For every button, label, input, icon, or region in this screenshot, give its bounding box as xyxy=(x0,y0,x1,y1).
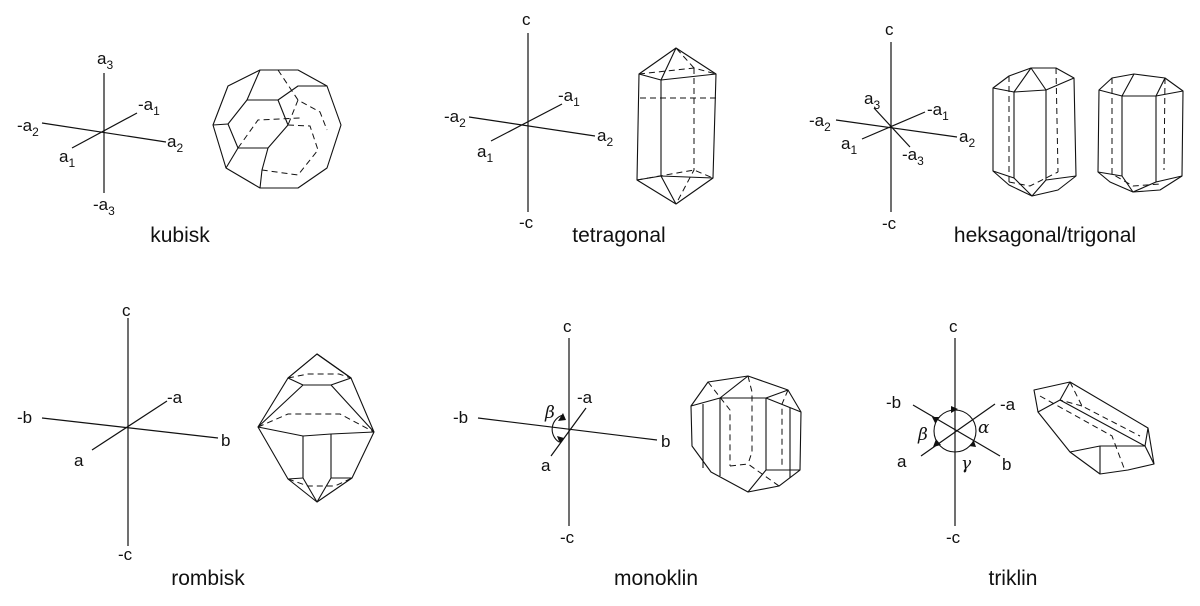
angle-label-beta: β xyxy=(917,425,928,445)
axis-label-neg-a1: -a1 xyxy=(138,95,160,118)
panel-title-hexagonal-trigonal: heksagonal/trigonal xyxy=(954,224,1136,247)
panel-title-orthorhombic: rombisk xyxy=(171,567,245,590)
axis-label-a1: a1 xyxy=(841,134,857,157)
axis-label-c: c xyxy=(563,317,572,336)
axis-label-a3: a3 xyxy=(864,89,880,112)
axis-label-neg-a3: -a3 xyxy=(902,145,924,168)
hexagonal-axes xyxy=(835,42,958,212)
cubic-axes xyxy=(41,73,167,193)
axis-label-neg-a: -a xyxy=(577,388,593,407)
axis-label-neg-a: -a xyxy=(167,388,183,407)
panel-hexagonal-trigonal: c a3 -a1 -a2 a2 a1 -a3 -c xyxy=(809,20,1184,247)
panel-tetragonal: c -a1 -a2 a2 a1 -c tetragonal xyxy=(444,10,717,247)
monoclinic-axes xyxy=(477,338,658,526)
panel-triclinic: c -b -a a b -c β α γ triklin xyxy=(886,317,1155,590)
panel-title-tetragonal: tetragonal xyxy=(572,224,665,247)
triclinic-prism-icon xyxy=(1033,381,1155,475)
axis-label-a: a xyxy=(541,456,551,475)
axis-label-neg-a2: -a2 xyxy=(809,111,831,134)
orthorhombic-axes xyxy=(41,318,219,546)
panel-monoclinic: c -a -b b a -c β monoklin xyxy=(453,317,802,590)
axis-label-neg-a1: -a1 xyxy=(558,86,580,109)
axis-label-a2: a2 xyxy=(597,126,613,149)
axis-label-neg-b: -b xyxy=(17,408,32,427)
axis-label-a2: a2 xyxy=(167,132,183,155)
axis-label-neg-a: -a xyxy=(1000,395,1016,414)
axis-label-c: c xyxy=(949,317,958,336)
panel-cubic: a3 -a1 -a2 a2 a1 -a3 kubisk xyxy=(17,49,342,247)
angle-label-alpha: α xyxy=(978,418,990,438)
axis-label-neg-c: -c xyxy=(946,528,961,547)
axis-label-a: a xyxy=(897,452,907,471)
axis-label-neg-b: -b xyxy=(453,408,468,427)
axis-label-neg-c: -c xyxy=(118,545,133,564)
beta-angle-arc xyxy=(551,414,564,443)
axis-label-neg-c: -c xyxy=(882,214,897,233)
axis-label-c: c xyxy=(522,10,531,29)
angle-label-gamma: γ xyxy=(961,454,972,474)
axis-label-neg-b: -b xyxy=(886,393,901,412)
axis-label-neg-a1: -a1 xyxy=(927,100,949,123)
axis-label-a1: a1 xyxy=(477,142,493,165)
trigonal-prism-icon xyxy=(1097,73,1184,193)
triclinic-axes xyxy=(912,338,1001,526)
axis-label-neg-a2: -a2 xyxy=(444,107,466,130)
panel-title-cubic: kubisk xyxy=(150,224,210,247)
panel-orthorhombic: c -a -b b a -c rombisk xyxy=(17,301,375,590)
axis-label-b: b xyxy=(221,431,230,450)
axis-label-b: b xyxy=(661,432,670,451)
tetragonal-prism-icon xyxy=(636,47,717,205)
panel-title-monoclinic: monoklin xyxy=(614,567,698,590)
panel-title-triclinic: triklin xyxy=(988,567,1037,590)
axis-label-a2: a2 xyxy=(959,127,975,150)
axis-label-a1: a1 xyxy=(59,147,75,170)
axis-label-neg-a3: -a3 xyxy=(93,195,115,218)
hexagonal-prism-icon xyxy=(992,67,1077,197)
axis-label-neg-c: -c xyxy=(519,213,534,232)
axis-label-neg-c: -c xyxy=(560,528,575,547)
axis-label-a3: a3 xyxy=(97,49,113,72)
orthorhombic-dipyramid-icon xyxy=(257,353,375,503)
axis-label-c: c xyxy=(885,20,894,39)
axis-label-b: b xyxy=(1002,455,1011,474)
tetragonal-axes xyxy=(468,33,596,212)
angle-label-beta: β xyxy=(544,403,555,423)
axis-label-neg-a2: -a2 xyxy=(17,116,39,139)
axis-label-c: c xyxy=(122,301,131,320)
truncated-octahedron-icon xyxy=(212,69,342,189)
axis-label-a: a xyxy=(74,451,84,470)
monoclinic-prism-icon xyxy=(690,375,802,493)
